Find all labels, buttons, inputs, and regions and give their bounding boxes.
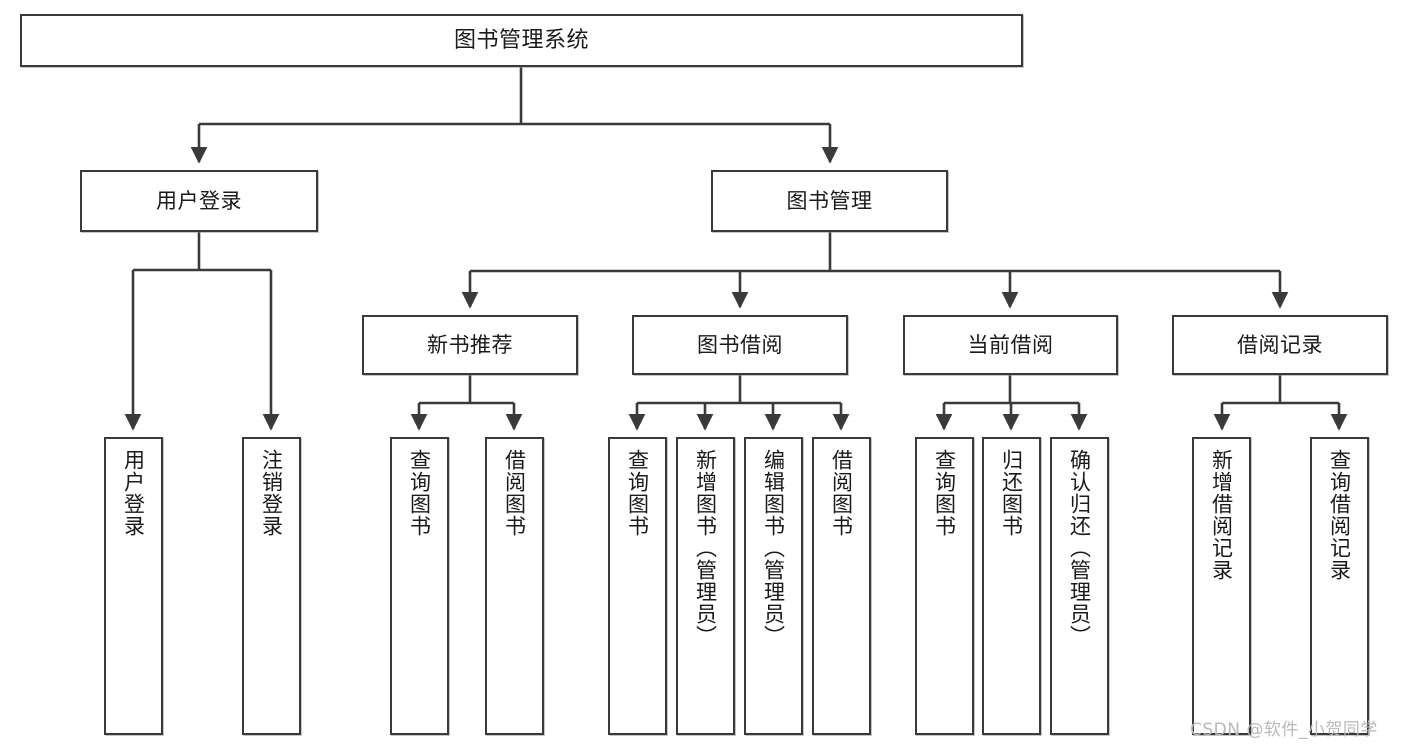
node-book-manage[interactable]: 图书管理 [711, 170, 948, 232]
node-leaf-query-record-label: 查询借阅记录 [1327, 449, 1352, 581]
node-leaf-query-book-3[interactable]: 查询图书 [915, 437, 974, 735]
node-root[interactable]: 图书管理系统 [20, 14, 1023, 67]
node-leaf-query-book-2[interactable]: 查询图书 [608, 437, 667, 735]
node-leaf-confirm-return-label: 确认归还（管理员） [1067, 449, 1092, 647]
node-root-label: 图书管理系统 [453, 27, 589, 53]
node-leaf-add-book[interactable]: 新增图书（管理员） [676, 437, 735, 735]
node-leaf-query-book-1-label: 查询图书 [407, 449, 432, 537]
node-leaf-user-login[interactable]: 用户登录 [104, 437, 163, 735]
node-book-borrow[interactable]: 图书借阅 [632, 315, 848, 375]
csdn-watermark: CSDN @软件_小贺同学 [1190, 720, 1378, 740]
node-leaf-add-record[interactable]: 新增借阅记录 [1192, 437, 1251, 735]
node-borrow-record-label: 借阅记录 [1237, 332, 1323, 357]
node-leaf-confirm-return[interactable]: 确认归还（管理员） [1050, 437, 1109, 735]
node-leaf-borrow-book-1-label: 借阅图书 [502, 449, 527, 537]
node-leaf-add-record-label: 新增借阅记录 [1209, 449, 1234, 581]
node-borrow-record[interactable]: 借阅记录 [1172, 315, 1388, 375]
node-leaf-query-book-3-label: 查询图书 [932, 449, 957, 537]
node-leaf-user-login-label: 用户登录 [121, 449, 146, 537]
node-leaf-query-book-2-label: 查询图书 [625, 449, 650, 537]
node-leaf-return-book[interactable]: 归还图书 [982, 437, 1041, 735]
node-leaf-borrow-book-2-label: 借阅图书 [829, 449, 854, 537]
node-new-book-rec-label: 新书推荐 [427, 332, 513, 357]
node-book-borrow-label: 图书借阅 [697, 332, 783, 357]
node-leaf-borrow-book-1[interactable]: 借阅图书 [485, 437, 544, 735]
node-leaf-query-record[interactable]: 查询借阅记录 [1310, 437, 1369, 735]
node-leaf-query-book-1[interactable]: 查询图书 [390, 437, 449, 735]
node-user-login[interactable]: 用户登录 [80, 170, 318, 232]
node-current-borrow-label: 当前借阅 [967, 332, 1054, 357]
node-leaf-borrow-book-2[interactable]: 借阅图书 [812, 437, 871, 735]
node-book-manage-label: 图书管理 [786, 188, 873, 213]
node-leaf-add-book-label: 新增图书（管理员） [693, 449, 718, 647]
node-leaf-edit-book[interactable]: 编辑图书（管理员） [744, 437, 803, 735]
node-leaf-logout-login[interactable]: 注销登录 [242, 437, 301, 735]
node-user-login-label: 用户登录 [156, 188, 242, 213]
node-leaf-logout-login-label: 注销登录 [259, 449, 284, 537]
node-current-borrow[interactable]: 当前借阅 [903, 315, 1118, 375]
node-leaf-return-book-label: 归还图书 [999, 449, 1024, 537]
node-new-book-rec[interactable]: 新书推荐 [362, 315, 578, 375]
node-leaf-edit-book-label: 编辑图书（管理员） [761, 449, 786, 647]
